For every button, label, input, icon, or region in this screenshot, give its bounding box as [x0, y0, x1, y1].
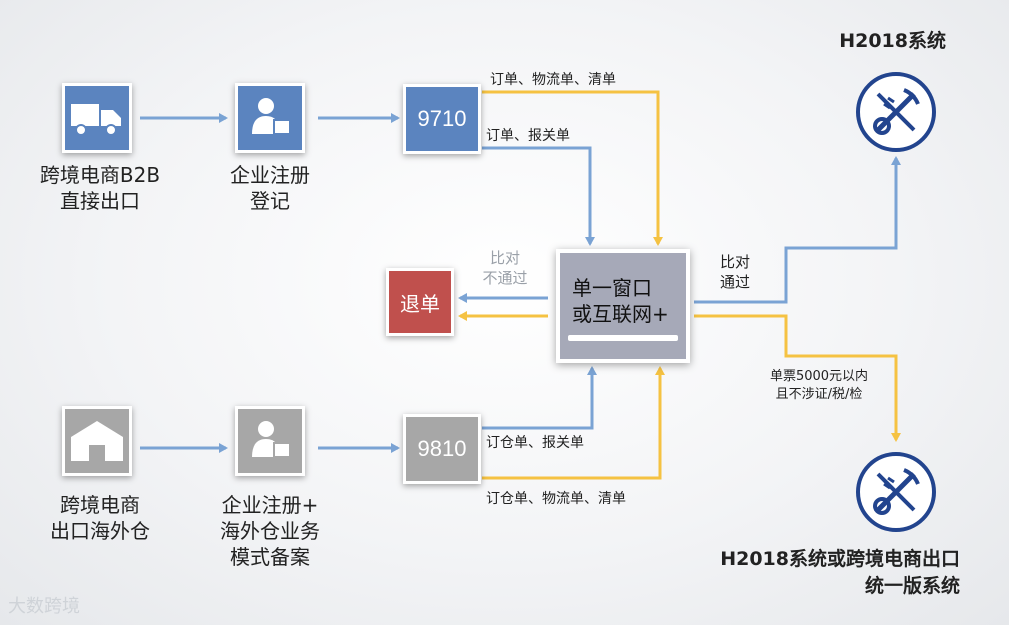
- arrow-9810-yellow: [482, 366, 665, 480]
- single-window-label: 单一窗口 或互联网+: [572, 276, 669, 326]
- reject-condition-label: 比对 不通过: [482, 249, 528, 287]
- watermark-text: 大数跨境: [8, 596, 80, 617]
- b2b-source-label: 跨境电商B2B 直接出口: [39, 163, 161, 213]
- code-9810-box: 9810: [403, 414, 481, 484]
- edge-label-9810-mid: 订仓单、报关单: [486, 435, 584, 451]
- warehouse-source-label: 跨境电商 出口海外仓: [50, 493, 150, 543]
- register2-label: 企业注册+ 海外仓业务 模式备案: [220, 493, 320, 569]
- top-system-title: H2018系统: [839, 30, 946, 52]
- edge-label-9810-bottom: 订仓单、物流单、清单: [486, 491, 626, 507]
- arrow-threshold-yellow: [694, 314, 901, 442]
- register2-person-icon: [235, 406, 305, 476]
- register-person-icon: [235, 83, 305, 153]
- arrow-9710-blue: [482, 146, 595, 246]
- laptop-base-icon: [568, 335, 678, 341]
- threshold-condition-label: 单票5000元以内 且不涉证/税/检: [769, 369, 869, 402]
- code-9710-box: 9710: [403, 84, 481, 154]
- b2b-truck-icon: [62, 83, 132, 153]
- bottom-system-title: H2018系统或跨境电商出口 统一版系统: [720, 548, 960, 597]
- pass-condition-label: 比对 通过: [719, 253, 750, 291]
- reject-box: 退单: [386, 268, 454, 336]
- watermark-logo: 大数跨境: [8, 592, 80, 618]
- register-label: 企业注册 登记: [230, 163, 310, 213]
- arrow-9710-yellow: [482, 90, 663, 246]
- warehouse-icon: [62, 406, 132, 476]
- customs-emblem-bottom-icon: [856, 452, 936, 532]
- arrow-9810-blue: [482, 366, 597, 430]
- edge-label-9710-mid: 订单、报关单: [486, 128, 570, 144]
- edge-label-9710-top: 订单、物流单、清单: [490, 72, 616, 88]
- customs-emblem-icon: [856, 72, 936, 152]
- single-window-box: 单一窗口 或互联网+: [556, 249, 690, 363]
- arrow-pass-blue: [694, 156, 901, 304]
